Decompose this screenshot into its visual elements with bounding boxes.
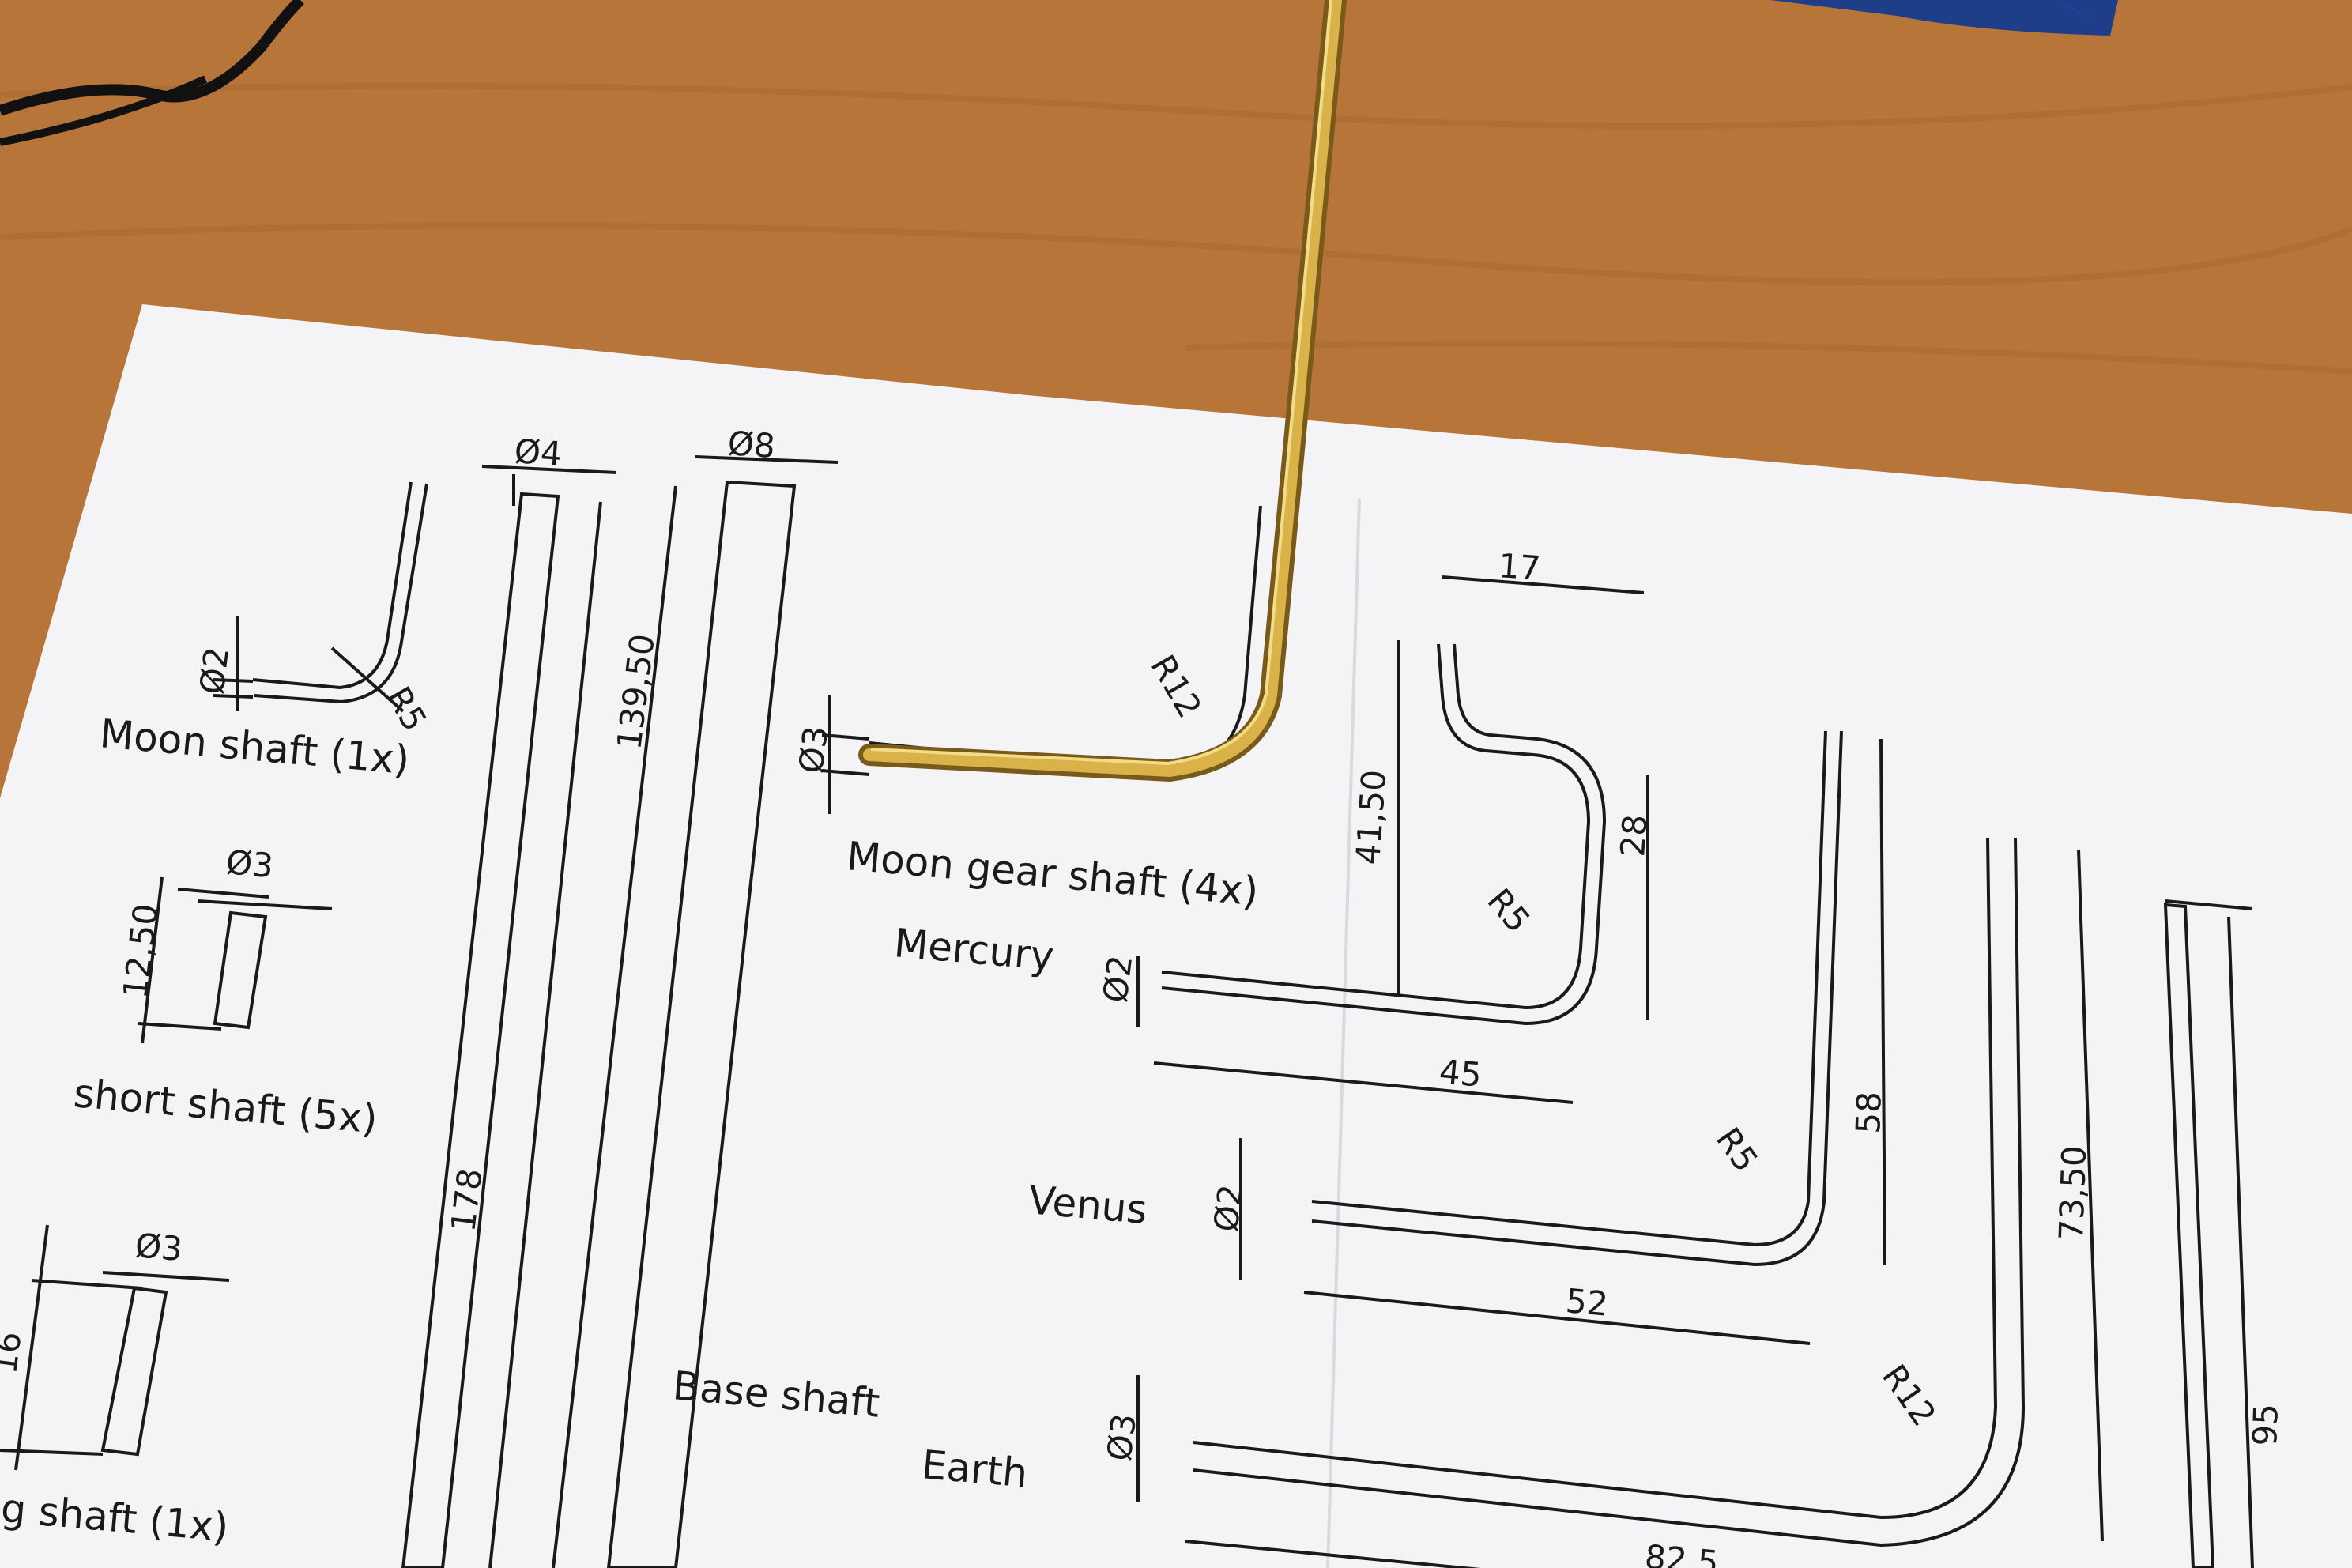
brass-rod-highlight <box>863 0 1342 777</box>
next-shaft-drawing <box>2163 899 2254 1568</box>
earth-label: Earth <box>920 1442 1030 1496</box>
black-cable <box>0 0 304 116</box>
earth-drawing <box>1136 837 2104 1568</box>
venus-dia: Ø2 <box>1206 1182 1250 1234</box>
g-shaft-drawing <box>0 1224 230 1471</box>
rod-4-drawing <box>401 465 617 1568</box>
black-cable-2 <box>0 75 208 146</box>
rod-8-drawing <box>552 455 839 1568</box>
earth-h: 73,50 <box>2052 1144 2094 1241</box>
mercury-h2: 28 <box>1613 813 1655 858</box>
earth-dia: Ø3 <box>1099 1412 1144 1463</box>
mercury-h1: 41,50 <box>1348 768 1393 865</box>
desk-grain <box>0 82 2352 375</box>
rod-4-dia: Ø4 <box>513 432 563 473</box>
brass-rod-shine <box>870 0 1332 766</box>
venus-h: 58 <box>1849 1091 1889 1134</box>
g-shaft-dia: Ø3 <box>134 1226 184 1268</box>
mercury-drawing <box>1136 575 1649 1104</box>
venus-drawing <box>1239 730 1886 1345</box>
mercury-top: 17 <box>1497 546 1542 588</box>
mercury-len: 45 <box>1438 1052 1483 1094</box>
short-shaft-drawing <box>138 876 333 1044</box>
moon-shaft-dia: Ø2 <box>192 645 236 696</box>
blue-pen <box>1770 0 2118 36</box>
blue-pen-tip <box>2055 0 2115 32</box>
venus-label: Venus <box>1027 1177 1149 1233</box>
next-shaft-h: 95 <box>2245 1403 2286 1446</box>
g-shaft-len: 16 <box>0 1329 28 1376</box>
short-shaft-dia: Ø3 <box>224 842 275 885</box>
venus-len: 52 <box>1564 1281 1610 1323</box>
paper-fold <box>1326 497 1361 1568</box>
moon-gear-dia: Ø3 <box>791 724 835 775</box>
rod-8-dia: Ø8 <box>726 424 776 466</box>
earth-len: 82,5 <box>1643 1537 1720 1568</box>
rod-4-len-b: 178 <box>443 1167 489 1234</box>
paper-sheet <box>0 304 2352 1568</box>
moon-shaft-drawing <box>213 481 428 713</box>
mercury-dia: Ø2 <box>1095 953 1140 1004</box>
